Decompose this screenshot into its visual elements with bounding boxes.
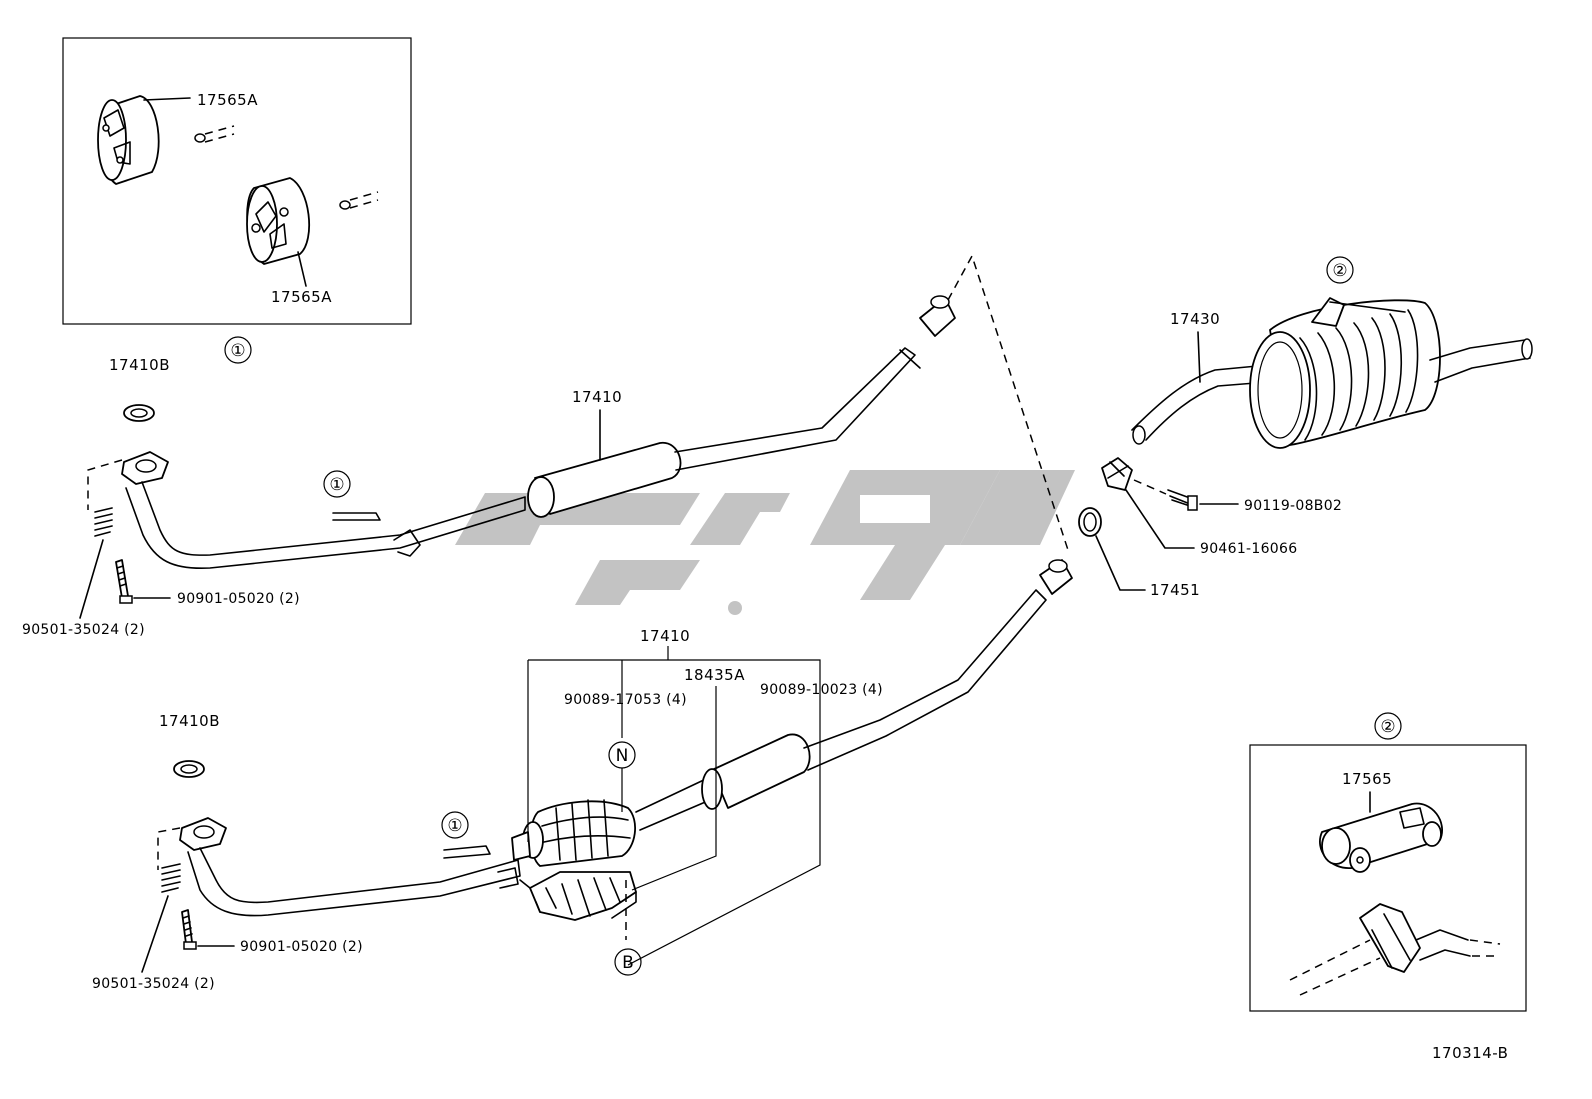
label-hanger-a-top: 17565A: [197, 91, 258, 109]
callout-1-box: ①: [224, 336, 252, 364]
bolt-upper: [115, 559, 171, 604]
svg-text:②: ②: [1332, 261, 1347, 281]
detail-box-1: 17565A 17565A: [62, 37, 412, 325]
svg-text:②: ②: [1380, 717, 1395, 737]
upper-pipe-assembly: 17410B 17410 ①: [22, 295, 956, 638]
tailpipe-assembly: 17430 ②: [1131, 256, 1533, 449]
rubber-hanger-17565: [1319, 802, 1443, 873]
label-spring-upper: 90501-35024 (2): [22, 622, 145, 638]
bolt-lower: [181, 909, 235, 950]
label-pipe-lower: 17410: [640, 627, 690, 645]
svg-text:B: B: [622, 953, 634, 973]
label-bolt-upper: 90901-05020 (2): [177, 591, 300, 607]
callout-2-box: ②: [1374, 712, 1402, 740]
label-insulator: 18435A: [684, 666, 745, 684]
diagram-ref-code: 170314-B: [1432, 1044, 1508, 1062]
label-clamp: 90461-16066: [1200, 541, 1297, 557]
catalytic-converter: [511, 799, 636, 867]
callout-1-lower: ①: [441, 811, 469, 839]
muffler-lower: [701, 733, 811, 810]
rubber-hanger-bottom: [246, 177, 379, 287]
bolt-tail: [1167, 489, 1239, 511]
label-hanger-a-bottom: 17565A: [271, 288, 332, 306]
label-pipe-upper: 17410: [572, 388, 622, 406]
callout-2-tailpipe: ②: [1326, 256, 1354, 284]
label-bolt-tail: 90119-08B02: [1244, 498, 1342, 514]
clamp-group: 90119-08B02 90461-16066 17451: [1078, 457, 1342, 599]
label-gasket-ring: 17451: [1150, 581, 1200, 599]
connection-dashed-line: [947, 254, 1069, 551]
callout-n: N: [608, 741, 636, 769]
rubber-hanger-top: [97, 95, 235, 185]
spring-lower: [141, 863, 181, 973]
label-nut-lower: 90089-17053 (4): [564, 692, 687, 708]
callout-1-upper: ①: [323, 470, 351, 498]
svg-text:①: ①: [230, 341, 245, 361]
watermark: [455, 470, 1075, 615]
hanger-installed-view: [1289, 903, 1501, 996]
label-stud-lower: 90089-10023 (4): [760, 682, 883, 698]
callout-b: B: [614, 948, 642, 976]
lower-pipe-assembly: 17410B: [92, 559, 1073, 992]
spring-upper: [79, 507, 113, 619]
label-bolt-lower: 90901-05020 (2): [240, 939, 363, 955]
muffler-upper: [527, 442, 682, 518]
svg-text:N: N: [616, 746, 629, 766]
label-spring-lower: 90501-35024 (2): [92, 976, 215, 992]
detail-box-2: ② 17565: [1249, 712, 1527, 1012]
label-gasket-lower: 17410B: [159, 712, 220, 730]
svg-text:①: ①: [447, 816, 462, 836]
svg-text:①: ①: [329, 475, 344, 495]
heat-shield: [519, 871, 637, 921]
label-hanger-b: 17565: [1342, 770, 1392, 788]
label-tailpipe: 17430: [1170, 310, 1220, 328]
label-gasket-upper: 17410B: [109, 356, 170, 374]
